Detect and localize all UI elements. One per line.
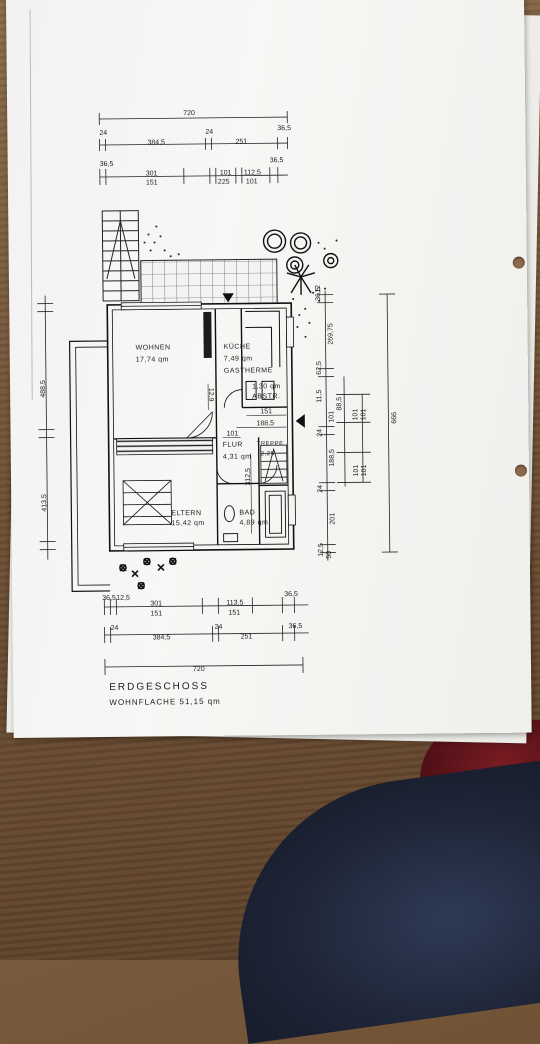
room-kueche-name: KÜCHE (224, 343, 251, 350)
dim-top-seg1-c: 24 (205, 129, 213, 136)
dim-bottom-h: 24 (111, 625, 119, 632)
dim-inner-a: 12,9 (207, 388, 214, 402)
dim-top-seg2-c: 151 (146, 179, 158, 186)
dim-bottom-j: 24 (215, 624, 223, 631)
dim-inner-e: 312,5 (245, 468, 252, 486)
dim-inner-c: 188,5 (256, 420, 274, 427)
dim-left-a: 488,5 (40, 380, 47, 398)
dim-bottom-i: 384,5 (153, 634, 171, 641)
dim-top-seg1-b: 384,5 (147, 139, 165, 146)
room-treppe-name: TREPPE (257, 441, 284, 447)
dim-left-b: 413,5 (41, 494, 48, 512)
bottom-dimension-lines (104, 597, 309, 675)
room-bad-area: 4,89 qm (239, 519, 268, 526)
dim-bottom-g: 36,5 (284, 591, 298, 598)
room-wohnen-name: WOHNEN (136, 344, 171, 351)
plan-title: ERDGESCHOSS (109, 682, 209, 693)
dim-right-e: 11,5 (316, 390, 323, 403)
dim-top-seg2-e: 225 (218, 179, 230, 186)
dim-right-i: 101 (360, 409, 367, 421)
dim-top-seg2-a: 36,5 (100, 161, 114, 168)
dim-right-o: 201 (329, 513, 336, 525)
dim-right-k: 188,5 (329, 449, 336, 467)
dim-bottom-e: 113,5 (226, 600, 243, 607)
left-dimension-lines (37, 296, 56, 560)
dim-bottom-l: 36,5 (289, 623, 303, 630)
dim-top-seg2-d: 101 (220, 170, 232, 177)
dim-right-b: 12 (315, 285, 322, 293)
dim-right-p: 12,5 (318, 543, 325, 557)
floor-plan-sheet: 720 24 384,5 24 251 36,5 36,5 301 151 10… (6, 0, 532, 738)
dim-top-seg2-h: 36,5 (270, 157, 284, 164)
dim-bottom-total: 720 (193, 666, 205, 673)
garden-plants-bottom (120, 558, 176, 589)
dim-right-n: 24 (317, 485, 324, 493)
dim-right-l: 101 (353, 465, 360, 477)
dim-bottom-a: 36,5 (102, 595, 116, 602)
outdoor-stair (102, 211, 139, 301)
dim-bottom-k: 251 (241, 633, 253, 640)
room-wohnen-area: 17,74 qm (136, 356, 169, 363)
dim-bottom-d: 151 (150, 610, 162, 617)
dim-top-seg1-a: 24 (99, 130, 107, 137)
dim-top-seg2-f: 112,5 (244, 169, 261, 176)
dim-right-f: 101 (328, 411, 335, 423)
dim-right-h: 101 (352, 409, 359, 421)
bed (123, 480, 171, 525)
dim-right-g: 88,5 (336, 397, 343, 411)
dim-right-c: 269,75 (327, 323, 334, 344)
room-abstr-name: ABSTR. (252, 393, 280, 400)
dim-inner-d: 101 (227, 431, 239, 438)
room-kueche-note: GASTHERME (224, 367, 273, 375)
wall-hatch-eltern (117, 438, 213, 455)
dim-right-m: 101 (361, 465, 368, 477)
dim-top-seg1-e: 36,5 (277, 125, 291, 132)
room-flur-name: FLUR (223, 442, 243, 449)
room-abstr-area: 1,30 qm (252, 383, 281, 390)
room-treppe-area: 2,25 (261, 451, 275, 457)
dim-right-total: 999 (389, 412, 396, 424)
room-eltern-name: ELTERN (171, 510, 201, 517)
dim-right-j: 24 (317, 429, 324, 437)
balcony-outline (70, 341, 111, 591)
wall-hatch-wohnen (203, 312, 211, 358)
plan-living-area: WOHNFLACHE 51,15 qm (109, 698, 221, 707)
dim-bottom-c: 301 (150, 600, 162, 607)
dim-bottom-f: 151 (228, 610, 240, 617)
dim-inner-b: 151 (260, 408, 272, 415)
dim-top-seg1-d: 251 (235, 138, 247, 145)
room-bad-name: BAD (239, 509, 255, 516)
room-kueche-area: 7,49 qm (224, 355, 253, 362)
dim-bottom-b: 12,5 (116, 595, 130, 602)
terrace-tiles (141, 259, 277, 304)
dim-top-seg2-b: 301 (146, 170, 158, 177)
dim-top-total: 720 (183, 110, 195, 117)
dim-right-d: 62,5 (316, 361, 323, 375)
room-flur-area: 4,31 qm (223, 453, 252, 460)
room-eltern-area: 15,42 qm (171, 520, 204, 527)
dim-right-q: 50 (326, 551, 333, 559)
dim-top-seg2-g: 101 (246, 178, 258, 185)
